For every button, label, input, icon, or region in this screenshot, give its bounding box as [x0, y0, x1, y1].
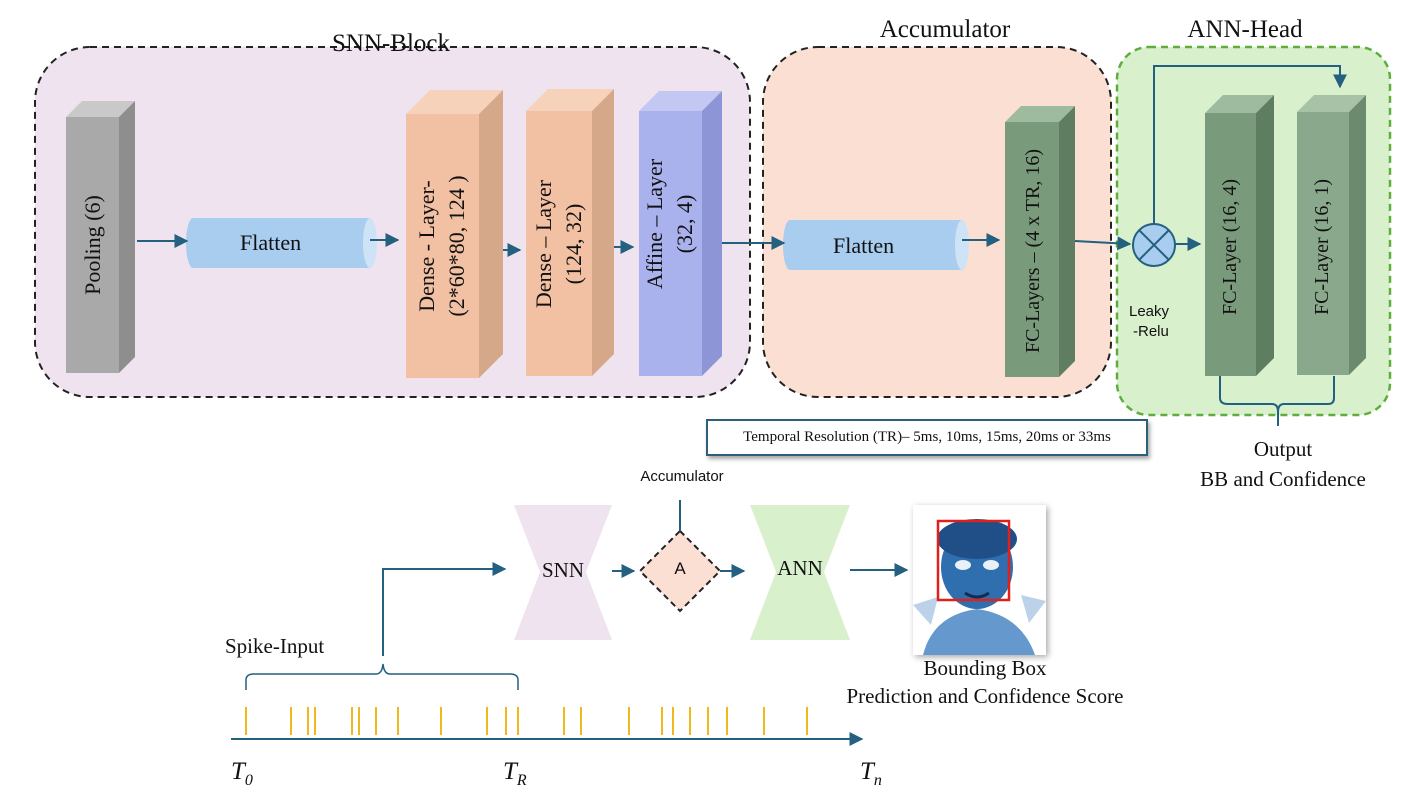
spike-mark [245, 707, 247, 735]
bounding-box-caption-line2: Prediction and Confidence Score [846, 684, 1124, 708]
dense-layer-1-box [406, 90, 503, 378]
leaky-relu-label: Leaky -Relu [1129, 302, 1169, 342]
dense-layer-2-label: Dense – Layer (124, 32) [529, 134, 589, 354]
output-label: Output BB and Confidence [1200, 434, 1366, 494]
spike-mark [375, 707, 377, 735]
dense-layer-1-label: Dense - Layer- (2*60*80, 124 ) [412, 116, 472, 376]
spike-mark [763, 707, 765, 735]
spike-mark [486, 707, 488, 735]
snn-block-title: SNN-Block [331, 30, 451, 57]
spike-mark [806, 707, 808, 735]
spike-mark [726, 707, 728, 735]
flatten-1-label: Flatten [240, 230, 302, 255]
output-line1: Output [1253, 437, 1313, 461]
output-line2: BB and Confidence [1200, 467, 1366, 491]
dense-layer-2-line1: Dense – Layer [531, 179, 556, 309]
ann-hourglass [750, 505, 850, 640]
bounding-box-output-image [913, 505, 1046, 655]
spike-mark [707, 707, 709, 735]
tr-sub: R [516, 772, 527, 789]
spike-mark [517, 707, 519, 735]
output-brace [1219, 376, 1335, 426]
pipeline-arrows [382, 562, 909, 656]
spike-mark [672, 707, 674, 735]
tn-main: T [860, 758, 874, 785]
spike-mark [358, 707, 360, 735]
spike-mark [314, 707, 316, 735]
spike-mark [689, 707, 691, 735]
spike-mark [397, 707, 399, 735]
fc-layer-1-box [1205, 95, 1274, 376]
flatten-cylinder-2 [783, 220, 969, 270]
temporal-resolution-box: Temporal Resolution (TR)– 5ms, 10ms, 15m… [706, 419, 1148, 456]
timeline-tr-label: TR [503, 758, 527, 790]
leaky-relu-line1: Leaky [1129, 303, 1170, 320]
leaky-relu-line2: -Relu [1133, 323, 1169, 340]
spike-mark [440, 707, 442, 735]
spike-mark [307, 707, 309, 735]
spike-mark [351, 707, 353, 735]
bounding-box-caption-line1: Bounding Box [923, 656, 1047, 680]
fc-layer-1-label: FC-Layer (16, 4) [1219, 178, 1241, 316]
flatten-2-label: Flatten [833, 233, 895, 258]
spike-mark [290, 707, 292, 735]
bounding-box-rect [936, 519, 1011, 602]
flatten-cylinder-1 [186, 218, 377, 268]
spike-mark [661, 707, 663, 735]
affine-layer-label: Affine – Layer (32, 4) [640, 114, 700, 334]
accumulator-diamond [638, 529, 722, 613]
t0-main: T [231, 758, 245, 785]
snn-label: SNN [541, 558, 585, 582]
pipeline-accumulator-label: Accumulator [640, 468, 724, 485]
tn-sub: n [873, 772, 882, 789]
snn-hourglass [514, 505, 612, 640]
leaky-relu-node [1132, 223, 1176, 267]
ann-head-block-title: ANN-Head [1187, 16, 1303, 43]
spike-mark [580, 707, 582, 735]
affine-layer-line2: (32, 4) [672, 194, 697, 254]
pooling-label: Pooling (6) [80, 195, 105, 295]
spike-mark [563, 707, 565, 735]
spike-input-brace [245, 663, 519, 690]
spike-input-label: Spike-Input [225, 634, 325, 658]
accumulator-a-label: A [674, 559, 686, 578]
fc-layers-box [1005, 106, 1075, 377]
t0-sub: 0 [244, 772, 253, 789]
face-event-image [913, 505, 1046, 655]
fc-layer-2-label: FC-Layer (16, 1) [1311, 178, 1333, 316]
fc-layer-2-box [1297, 95, 1366, 375]
dense-layer-1-line2: (2*60*80, 124 ) [444, 175, 469, 317]
ann-label: ANN [777, 556, 823, 580]
dense-layer-2-box [526, 89, 614, 376]
affine-layer-box [639, 91, 722, 376]
tr-main: T [503, 758, 517, 785]
timeline-t0-label: T0 [231, 758, 253, 790]
accumulator-block-title: Accumulator [879, 16, 1011, 43]
timeline-tn-label: Tn [860, 758, 882, 790]
pooling-layer-box [66, 101, 135, 373]
fc-layers-label: FC-Layers – (4 x TR, 16) [1022, 148, 1044, 354]
dense-layer-1-line1: Dense - Layer- [414, 180, 439, 312]
bounding-box-caption: Bounding Box Prediction and Confidence S… [847, 654, 1124, 710]
affine-layer-line1: Affine – Layer [642, 158, 667, 290]
spike-mark [628, 707, 630, 735]
spike-mark [505, 707, 507, 735]
top-arrows [137, 65, 1347, 257]
dense-layer-2-line2: (124, 32) [561, 203, 586, 285]
